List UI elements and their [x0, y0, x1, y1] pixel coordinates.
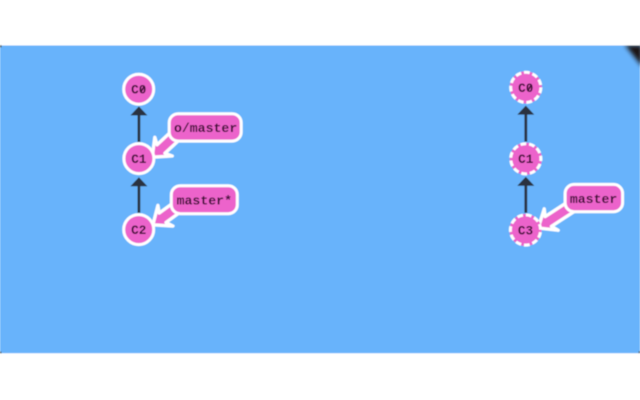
- svg-text:C0: C0: [131, 83, 146, 98]
- svg-text:master: master: [570, 192, 617, 207]
- svg-text:C1: C1: [131, 152, 147, 167]
- svg-text:C0: C0: [518, 81, 533, 96]
- svg-text:C1: C1: [518, 152, 534, 167]
- svg-text:o/master: o/master: [174, 121, 237, 136]
- svg-text:master*: master*: [177, 193, 232, 208]
- svg-text:C2: C2: [131, 223, 146, 238]
- svg-text:C3: C3: [518, 223, 533, 238]
